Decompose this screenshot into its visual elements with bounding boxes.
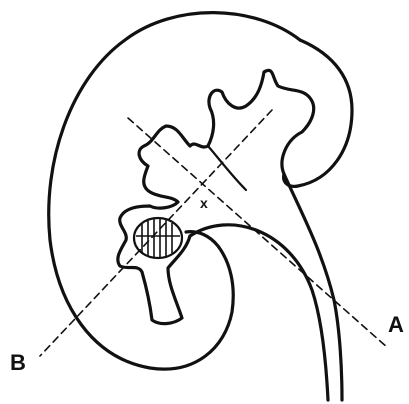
kidney-outline — [49, 13, 300, 369]
intersection-mark: x — [200, 195, 208, 211]
axis-a-line — [128, 118, 388, 348]
axis-b-line — [40, 110, 272, 356]
ureter-left-wall — [190, 225, 328, 400]
renal-pelvis — [118, 70, 314, 323]
kidney-outline-right — [284, 40, 352, 186]
label-a: A — [388, 312, 404, 337]
upper-calyx-channel — [208, 146, 246, 190]
label-b: B — [10, 350, 26, 375]
ureter-right-wall — [284, 174, 342, 400]
kidney-stone — [134, 218, 182, 258]
